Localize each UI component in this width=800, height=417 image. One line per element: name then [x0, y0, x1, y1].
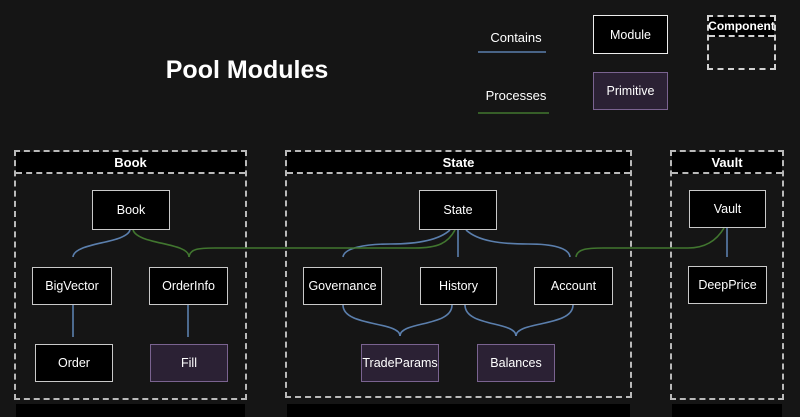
- node-bigvector: BigVector: [32, 267, 112, 305]
- legend-component-box: Component: [707, 15, 776, 70]
- node-deepprice: DeepPrice: [688, 266, 767, 304]
- container-book-bottom-bar: [16, 404, 245, 417]
- node-account: Account: [534, 267, 613, 305]
- legend-primitive-box: Primitive: [593, 72, 668, 110]
- node-history: History: [420, 267, 497, 305]
- container-state-title: State: [287, 152, 630, 174]
- container-vault-bottom-bar: [672, 404, 782, 417]
- node-state: State: [419, 190, 497, 230]
- legend-component-label: Component: [708, 17, 775, 37]
- node-governance: Governance: [303, 267, 382, 305]
- container-book: Book: [14, 150, 247, 400]
- container-book-title: Book: [16, 152, 245, 174]
- container-vault: Vault: [670, 150, 784, 400]
- node-book: Book: [92, 190, 170, 230]
- legend-contains-label: Contains: [490, 30, 542, 45]
- page-title: Pool Modules: [165, 56, 329, 84]
- container-vault-title: Vault: [672, 152, 782, 174]
- container-state: State: [285, 150, 632, 398]
- node-order: Order: [35, 344, 113, 382]
- legend-processes-label: Processes: [485, 88, 547, 103]
- node-fill: Fill: [150, 344, 228, 382]
- node-balances: Balances: [477, 344, 555, 382]
- legend-module-box: Module: [593, 15, 668, 54]
- node-orderinfo: OrderInfo: [149, 267, 228, 305]
- node-vault: Vault: [689, 190, 766, 228]
- node-tradeparams: TradeParams: [361, 344, 439, 382]
- container-state-bottom-bar: [287, 404, 630, 417]
